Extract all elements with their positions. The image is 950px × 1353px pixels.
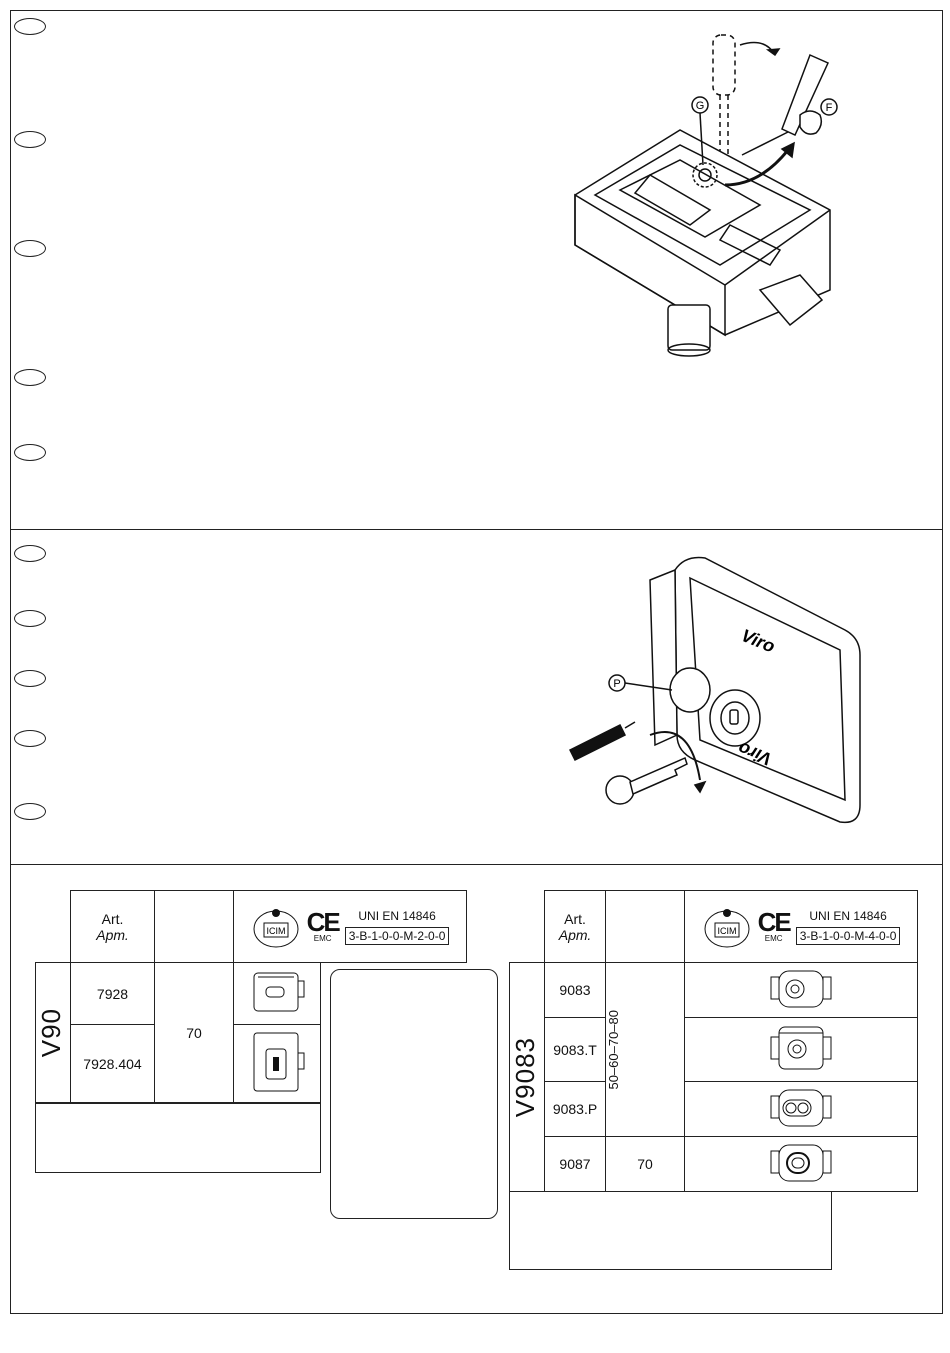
- language-oval: [14, 240, 46, 257]
- cylinder-lock-cover-icon: [761, 1023, 841, 1073]
- section-divider-1: [10, 529, 943, 530]
- product-image-cell: [685, 1137, 918, 1192]
- ce-mark: CE: [758, 910, 790, 934]
- knob-icon: [800, 111, 821, 134]
- v9083-note-box: [509, 1191, 832, 1270]
- icim-logo-icon: ICIM: [251, 905, 301, 949]
- model-label: V9083: [510, 1037, 541, 1117]
- callout-p: P: [613, 678, 620, 690]
- art-label: Art.: [71, 911, 154, 927]
- language-oval: [14, 545, 46, 562]
- product-image-cell: [685, 963, 918, 1018]
- button-p: [670, 668, 710, 712]
- size-range: 50–60–70–80: [606, 1010, 621, 1090]
- lock-disassembly-illustration: G F: [560, 25, 880, 385]
- push-button-lock-icon: [761, 1086, 841, 1130]
- size-header: [155, 891, 234, 963]
- lock-key-illustration: P Viro Viro: [565, 550, 885, 840]
- callout-f: F: [826, 102, 833, 114]
- lock-front-icon: [242, 967, 312, 1017]
- section-divider-2: [10, 864, 943, 865]
- cert-code: 3-B-1-0-0-M-2-0-0: [345, 927, 450, 945]
- notes-panel: [330, 969, 498, 1219]
- size-range-cell: 50–60–70–80: [606, 963, 685, 1137]
- model-cell: V90: [36, 963, 71, 1103]
- oval-lock-icon: [761, 1141, 841, 1185]
- cert-code: 3-B-1-0-0-M-4-0-0: [796, 927, 901, 945]
- language-oval: [14, 369, 46, 386]
- art-number: 9083.T: [545, 1018, 606, 1082]
- product-image-cell: [234, 963, 321, 1025]
- art-label-ru: Арт.: [71, 927, 154, 943]
- cert-standard: UNI EN 14846: [358, 909, 435, 923]
- art-header: Art. Арт.: [71, 891, 155, 963]
- art-number: 7928.404: [71, 1025, 155, 1103]
- language-oval: [14, 444, 46, 461]
- language-oval: [14, 730, 46, 747]
- svg-text:ICIM: ICIM: [266, 926, 285, 936]
- size-header: [606, 891, 685, 963]
- art-header: Art. Арт.: [545, 891, 606, 963]
- ce-mark: CE: [307, 910, 339, 934]
- art-number: 9083.P: [545, 1082, 606, 1137]
- key-icon: [606, 758, 687, 804]
- cert-standard: UNI EN 14846: [809, 909, 886, 923]
- product-image-cell: [685, 1018, 918, 1082]
- language-oval: [14, 610, 46, 627]
- callout-g: G: [696, 100, 705, 112]
- icim-logo-icon: ICIM: [702, 905, 752, 949]
- size-value: 70: [606, 1137, 685, 1192]
- model-cell: V9083: [510, 963, 545, 1192]
- language-oval: [14, 131, 46, 148]
- language-oval: [14, 18, 46, 35]
- svg-text:ICIM: ICIM: [717, 926, 736, 936]
- art-number: 9083: [545, 963, 606, 1018]
- size-value: 70: [155, 963, 234, 1103]
- language-oval: [14, 803, 46, 820]
- model-label: V90: [36, 1008, 67, 1057]
- product-image-cell: [234, 1025, 321, 1103]
- language-oval: [14, 670, 46, 687]
- product-image-cell: [685, 1082, 918, 1137]
- cert-cell: ICIM CE EMC UNI EN 14846 3-B-1-0-0-M-2-0…: [234, 891, 467, 963]
- art-label: Art.: [545, 911, 605, 927]
- art-number: 7928: [71, 963, 155, 1025]
- v90-note-box: [35, 1103, 321, 1173]
- art-label-ru: Арт.: [545, 927, 605, 943]
- screwdriver-ghost-icon: [713, 35, 735, 95]
- lock-keyhole-icon: [242, 1027, 312, 1097]
- art-number: 9087: [545, 1137, 606, 1192]
- screwdriver-icon: [742, 55, 828, 155]
- cert-cell: ICIM CE EMC UNI EN 14846 3-B-1-0-0-M-4-0…: [685, 891, 918, 963]
- v9083-spec-table: Art. Арт. ICIM CE EMC UNI EN 14846 3-B-1…: [509, 890, 918, 1192]
- cylinder-lock-icon: [761, 967, 841, 1011]
